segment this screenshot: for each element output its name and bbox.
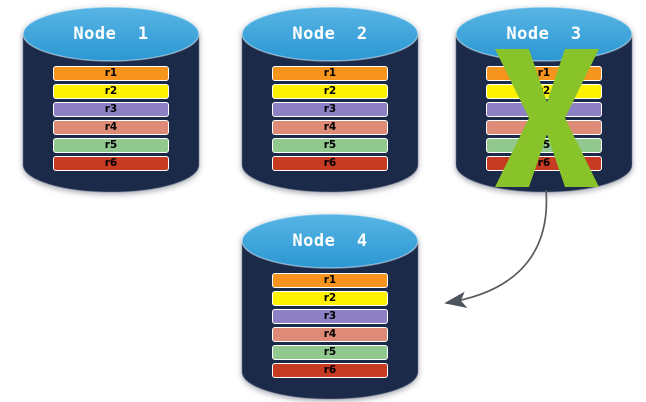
row-label: r4	[104, 121, 118, 133]
row-label: r1	[537, 67, 551, 79]
row-label: r3	[104, 103, 118, 115]
data-row: r6	[272, 363, 388, 378]
node-title: Node 4	[292, 231, 368, 251]
cylinder-top	[241, 6, 419, 62]
row-label: r6	[104, 157, 118, 169]
data-row: r3	[486, 102, 602, 117]
row-label: r1	[323, 67, 337, 79]
arrow-curve	[444, 189, 548, 309]
data-row: r3	[53, 102, 169, 117]
node-title: Node 1	[73, 24, 149, 44]
data-row: r6	[272, 156, 388, 171]
row-stack: r1 r2 r3 r4 r5 r6	[272, 66, 388, 174]
data-row: r3	[272, 309, 388, 324]
row-label: r6	[537, 157, 551, 169]
cylinder-top	[22, 6, 200, 62]
row-label: r2	[104, 85, 118, 97]
data-row: r2	[272, 291, 388, 306]
data-row: r4	[486, 120, 602, 135]
data-row: r3	[272, 102, 388, 117]
row-label: r5	[537, 139, 551, 151]
data-row: r5	[272, 138, 388, 153]
data-row: r4	[272, 120, 388, 135]
row-label: r3	[323, 310, 337, 322]
row-label: r4	[323, 121, 337, 133]
node-2: Node 2 r1 r2 r3 r4 r5 r6	[241, 6, 419, 194]
node-3: Node 3 r1 r2 r3 r4 r5 r6	[455, 6, 633, 194]
row-stack: r1 r2 r3 r4 r5 r6	[272, 273, 388, 381]
data-row: r6	[486, 156, 602, 171]
row-label: r2	[323, 292, 337, 304]
row-stack: r1 r2 r3 r4 r5 r6	[486, 66, 602, 174]
row-label: r5	[323, 346, 337, 358]
data-row: r1	[486, 66, 602, 81]
data-row: r4	[272, 327, 388, 342]
data-row: r1	[53, 66, 169, 81]
row-label: r3	[323, 103, 337, 115]
data-row: r5	[272, 345, 388, 360]
data-row: r5	[486, 138, 602, 153]
row-label: r5	[323, 139, 337, 151]
row-label: r6	[323, 364, 337, 376]
node-4: Node 4 r1 r2 r3 r4 r5 r6	[241, 213, 419, 401]
row-label: r2	[323, 85, 337, 97]
node-1: Node 1 r1 r2 r3 r4 r5 r6	[22, 6, 200, 194]
row-label: r3	[537, 103, 551, 115]
data-row: r1	[272, 273, 388, 288]
node-title: Node 2	[292, 24, 368, 44]
row-label: r4	[537, 121, 551, 133]
node-title: Node 3	[506, 24, 582, 44]
row-stack: r1 r2 r3 r4 r5 r6	[53, 66, 169, 174]
row-label: r6	[323, 157, 337, 169]
cylinder-top	[241, 213, 419, 269]
data-row: r5	[53, 138, 169, 153]
data-row: r1	[272, 66, 388, 81]
data-row: r2	[272, 84, 388, 99]
data-row: r6	[53, 156, 169, 171]
row-label: r4	[323, 328, 337, 340]
data-row: r2	[53, 84, 169, 99]
row-label: r2	[537, 85, 551, 97]
row-label: r1	[104, 67, 118, 79]
row-label: r5	[104, 139, 118, 151]
data-row: r2	[486, 84, 602, 99]
row-label: r1	[323, 274, 337, 286]
data-row: r4	[53, 120, 169, 135]
